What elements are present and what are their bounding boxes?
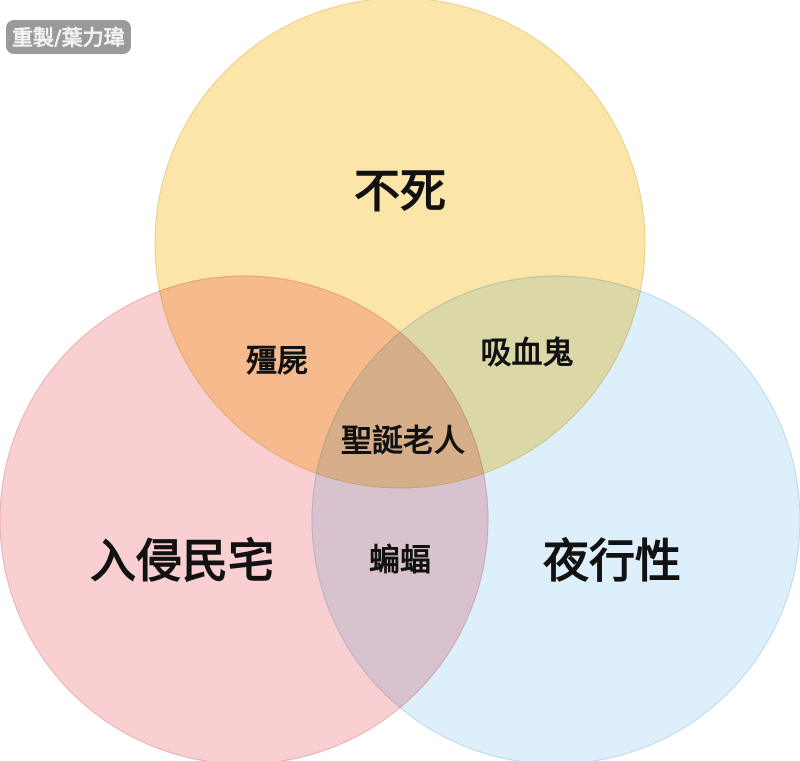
set-label-nocturnal: 夜行性 — [543, 534, 681, 588]
set-label-undead: 不死 — [354, 164, 446, 218]
intersection-santa: 聖誕老人 — [341, 423, 465, 460]
watermark: 重製/葉力瑋 — [6, 20, 131, 54]
intersection-zombie: 殭屍 — [246, 343, 308, 380]
circle-nocturnal — [311, 275, 800, 761]
intersection-vampire: 吸血鬼 — [480, 335, 574, 372]
intersection-bat: 蝙蝠 — [369, 542, 431, 579]
set-label-home-invasion: 入侵民宅 — [90, 534, 274, 588]
